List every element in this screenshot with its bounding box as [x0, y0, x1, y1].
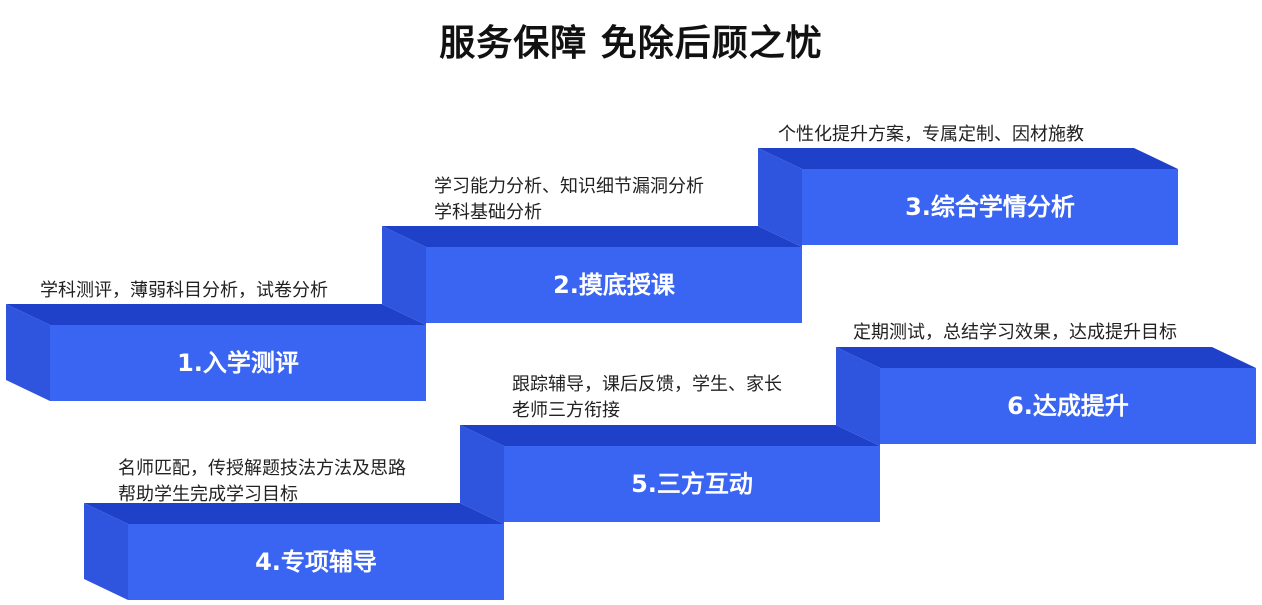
step-6-top — [836, 347, 1256, 368]
step-2-desc-line: 学科基础分析 — [434, 202, 542, 223]
step-2-top — [382, 226, 802, 247]
step-4-riser — [460, 425, 504, 524]
step-2-description: 学习能力分析、知识细节漏洞分析 学科基础分析 — [434, 174, 704, 226]
step-3-label: 3.综合学情分析 — [905, 193, 1075, 221]
step-4-top — [84, 503, 504, 524]
step-1-label: 1.入学测评 — [177, 349, 299, 377]
step-1-desc-line: 学科测评，薄弱科目分析，试卷分析 — [40, 280, 328, 301]
step-2-front — [426, 247, 802, 323]
step-1-top — [6, 304, 426, 325]
step-3-top — [758, 148, 1178, 169]
step-1-riser — [382, 226, 426, 325]
step-1-description: 学科测评，薄弱科目分析，试卷分析 — [40, 278, 328, 304]
step-5-riser — [836, 347, 880, 446]
step-3-front — [802, 169, 1178, 245]
step-6-label: 6.达成提升 — [1007, 392, 1129, 420]
step-6-desc-line: 定期测试，总结学习效果，达成提升目标 — [853, 322, 1177, 343]
step-6-description: 定期测试，总结学习效果，达成提升目标 — [853, 320, 1177, 346]
step-4-desc-line: 帮助学生完成学习目标 — [118, 484, 298, 505]
page-title: 服务保障 免除后顾之忧 — [439, 23, 823, 64]
step-4-desc-line: 名师匹配，传授解题技法方法及思路 — [118, 458, 406, 479]
step-5-desc-line: 跟踪辅导，课后反馈，学生、家长 — [512, 374, 782, 395]
step-3-description: 个性化提升方案，专属定制、因材施教 — [778, 122, 1084, 148]
step-1-front — [50, 325, 426, 401]
step-4-description: 名师匹配，传授解题技法方法及思路 帮助学生完成学习目标 — [118, 456, 406, 508]
step-1-side — [6, 304, 50, 401]
step-2-desc-line: 学习能力分析、知识细节漏洞分析 — [434, 176, 704, 197]
step-4-front — [128, 524, 504, 600]
step-5-desc-line: 老师三方衔接 — [512, 400, 620, 421]
step-2-label: 2.摸底授课 — [553, 271, 675, 299]
step-2-riser — [758, 148, 802, 247]
step-6-front — [880, 368, 1256, 444]
step-4-label: 4.专项辅导 — [255, 548, 377, 576]
step-3-desc-line: 个性化提升方案，专属定制、因材施教 — [778, 124, 1084, 145]
step-5-description: 跟踪辅导，课后反馈，学生、家长 老师三方衔接 — [512, 372, 782, 424]
step-5-top — [460, 425, 880, 446]
step-5-front — [504, 446, 880, 522]
step-4-side — [84, 503, 128, 600]
step-5-label: 5.三方互动 — [631, 470, 753, 498]
